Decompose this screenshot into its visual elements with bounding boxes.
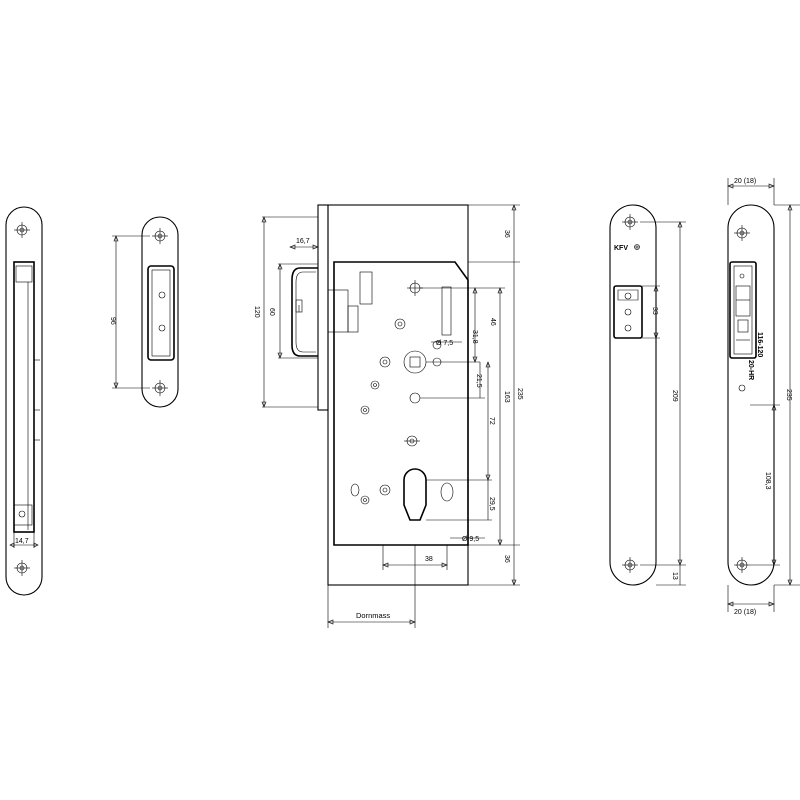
forend-13-dim: 13 — [671, 572, 678, 580]
body-36-bottom-dim: 36 — [503, 555, 510, 563]
forend-side-view: 20 (18) 116-120 20-HR 108,3 235 — [727, 178, 800, 616]
strike-plate-side-view: 14,7 — [5, 206, 43, 596]
side-235-dim: 235 — [785, 389, 792, 401]
side-108-3-dim: 108,3 — [764, 472, 771, 490]
body-235-dim: 235 — [516, 388, 523, 400]
forend-brand-logo: KFV — [614, 245, 628, 252]
side-60-dim: 60 — [268, 308, 275, 316]
lock-body-view: 36 46 31,8 Ø 7,5 21,5 163 235 72 29,5 Ø … — [327, 204, 523, 628]
body-dia-7-5-dim: Ø 7,5 — [436, 340, 453, 347]
body-21-5-dim: 21,5 — [475, 374, 482, 388]
backset-label: Dornmass — [356, 611, 390, 620]
body-dia-9-5-dim: Ø 9,5 — [462, 536, 479, 543]
side-model-label: 116-120 — [756, 332, 763, 357]
side-120-dim: 120 — [253, 306, 260, 318]
body-72-dim: 72 — [488, 417, 495, 425]
side-bottom-width-dim: 20 (18) — [734, 609, 756, 616]
body-163-dim: 163 — [503, 391, 510, 403]
body-31-8-dim: 31,8 — [471, 330, 478, 344]
forend-front-view: KFV 33 209 13 — [609, 204, 686, 586]
forend-33-dim: 33 — [651, 307, 658, 315]
body-46-dim: 46 — [489, 318, 496, 326]
strike-height-dim: 96 — [109, 317, 116, 325]
strike-width-dim: 14,7 — [15, 538, 29, 545]
side-sub-label: 20-HR — [747, 360, 754, 380]
side-top-width-dim: 20 (18) — [734, 178, 756, 185]
lock-side-view: 120 60 16,7 — [253, 204, 329, 411]
body-36-top-dim: 36 — [503, 230, 510, 238]
strike-plate-front-view: 96 — [109, 216, 179, 408]
side-16-7-dim: 16,7 — [296, 238, 310, 245]
body-38-dim: 38 — [425, 556, 433, 563]
forend-209-dim: 209 — [671, 390, 678, 402]
body-29-5-dim: 29,5 — [488, 497, 495, 511]
